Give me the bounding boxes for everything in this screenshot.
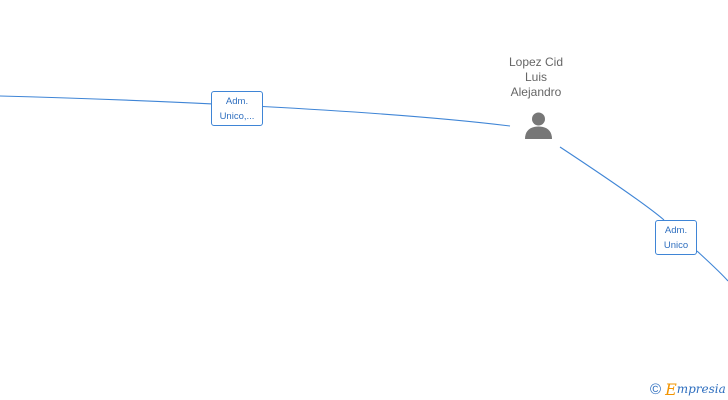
person-name-line-1: Lopez Cid [508,55,564,69]
copyright-icon: © [650,380,662,398]
person-name-line-2: Luis [524,70,547,84]
person-name-line-3: Alejandro [510,85,562,99]
brand-footer[interactable]: © E mpresia [650,379,726,399]
brand-logo-text: mpresia [676,382,726,396]
role-badge-line-1: Adm. [225,96,249,107]
person-name[interactable]: Lopez Cid Luis Alejandro [486,55,586,100]
connector-line-right-tail [696,250,728,282]
role-badge[interactable]: Adm. Unico [655,220,697,255]
role-badge-line-2: Unico [663,240,689,251]
role-badge[interactable]: Adm. Unico,... [211,91,263,126]
person-silhouette-icon[interactable] [524,111,553,139]
connector-line-right [559,146,665,221]
role-badge-line-2: Unico,... [219,111,255,122]
role-badge-line-1: Adm. [664,225,688,236]
brand-logo-initial: E [665,379,677,399]
